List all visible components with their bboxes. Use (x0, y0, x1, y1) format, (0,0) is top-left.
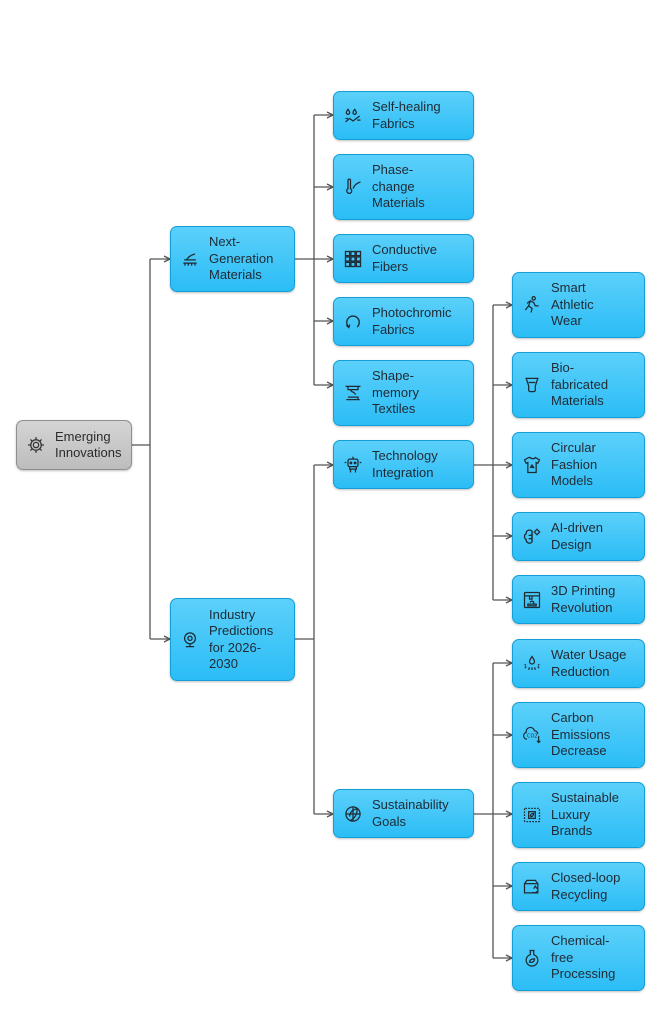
sewing-machine-icon (179, 248, 201, 270)
svg-text:CO2: CO2 (527, 734, 538, 740)
node-ai-driven-design[interactable]: AI-driven Design (512, 512, 645, 561)
printer-3d-icon (521, 589, 543, 611)
node-3d-printing-revolution[interactable]: 3D Printing Revolution (512, 575, 645, 624)
node-label: Circular Fashion Models (551, 440, 598, 489)
droplets-stitch-icon (342, 105, 364, 127)
robot-icon (342, 454, 364, 476)
node-closed-loop-recycling[interactable]: Closed-loop Recycling (512, 862, 645, 911)
node-technology-integration[interactable]: Technology Integration (333, 440, 474, 489)
node-emerging-innovations[interactable]: Emerging Innovations (16, 420, 132, 470)
node-label: AI-driven Design (551, 520, 604, 552)
node-label: Conductive Fibers (372, 242, 438, 274)
gear-icon (25, 434, 47, 456)
node-label: Phase- change Materials (372, 162, 425, 211)
recycle-shirt-icon (521, 454, 543, 476)
node-label: Next- Generation Materials (209, 234, 274, 283)
node-photochromic-fabrics[interactable]: Photochromic Fabrics (333, 297, 474, 346)
node-label: Water Usage Reduction (551, 647, 627, 679)
node-label: 3D Printing Revolution (551, 583, 616, 615)
node-label: Technology Integration (372, 448, 438, 480)
circular-arrow-icon (342, 311, 364, 333)
node-self-healing-fabrics[interactable]: Self-healing Fabrics (333, 91, 474, 140)
node-water-usage-reduction[interactable]: Water Usage Reduction (512, 639, 645, 688)
beaker-icon (521, 374, 543, 396)
node-label: Smart Athletic Wear (551, 280, 594, 329)
grid-icon (342, 248, 364, 270)
co2-icon: CO2 (521, 724, 543, 746)
flask-leaf-icon (521, 947, 543, 969)
node-next-generation-materials[interactable]: Next- Generation Materials (170, 226, 295, 292)
brain-icon (521, 526, 543, 548)
node-bio-fabricated-materials[interactable]: Bio- fabricated Materials (512, 352, 645, 418)
node-carbon-emissions-decrease[interactable]: CO2 Carbon Emissions Decrease (512, 702, 645, 768)
node-phase-change-materials[interactable]: Phase- change Materials (333, 154, 474, 220)
press-icon (342, 382, 364, 404)
node-label: Closed-loop Recycling (551, 870, 621, 902)
water-drop-icon (521, 653, 543, 675)
node-label: Carbon Emissions Decrease (551, 710, 611, 759)
node-label: Shape- memory Textiles (372, 368, 419, 417)
eco-label-icon (521, 804, 543, 826)
running-icon (521, 294, 543, 316)
node-label: Chemical- free Processing (551, 933, 616, 982)
node-industry-predictions[interactable]: Industry Predictions for 2026- 2030 (170, 598, 295, 681)
thermometer-icon (342, 176, 364, 198)
node-shape-memory-textiles[interactable]: Shape- memory Textiles (333, 360, 474, 426)
node-sustainable-luxury-brands[interactable]: Sustainable Luxury Brands (512, 782, 645, 848)
node-label: Sustainable Luxury Brands (551, 790, 619, 839)
recycle-box-icon (521, 876, 543, 898)
node-sustainability-goals[interactable]: Sustainability Goals (333, 789, 474, 838)
leaf-globe-icon (342, 803, 364, 825)
node-label: Emerging Innovations (55, 428, 122, 461)
webcam-icon (179, 629, 201, 651)
node-label: Photochromic Fabrics (372, 305, 452, 337)
node-smart-athletic-wear[interactable]: Smart Athletic Wear (512, 272, 645, 338)
node-circular-fashion-models[interactable]: Circular Fashion Models (512, 432, 645, 498)
node-chemical-free-processing[interactable]: Chemical- free Processing (512, 925, 645, 991)
node-label: Bio- fabricated Materials (551, 360, 609, 409)
node-label: Industry Predictions for 2026- 2030 (209, 606, 274, 672)
node-conductive-fibers[interactable]: Conductive Fibers (333, 234, 474, 283)
node-label: Self-healing Fabrics (372, 99, 441, 131)
node-label: Sustainability Goals (372, 797, 449, 829)
